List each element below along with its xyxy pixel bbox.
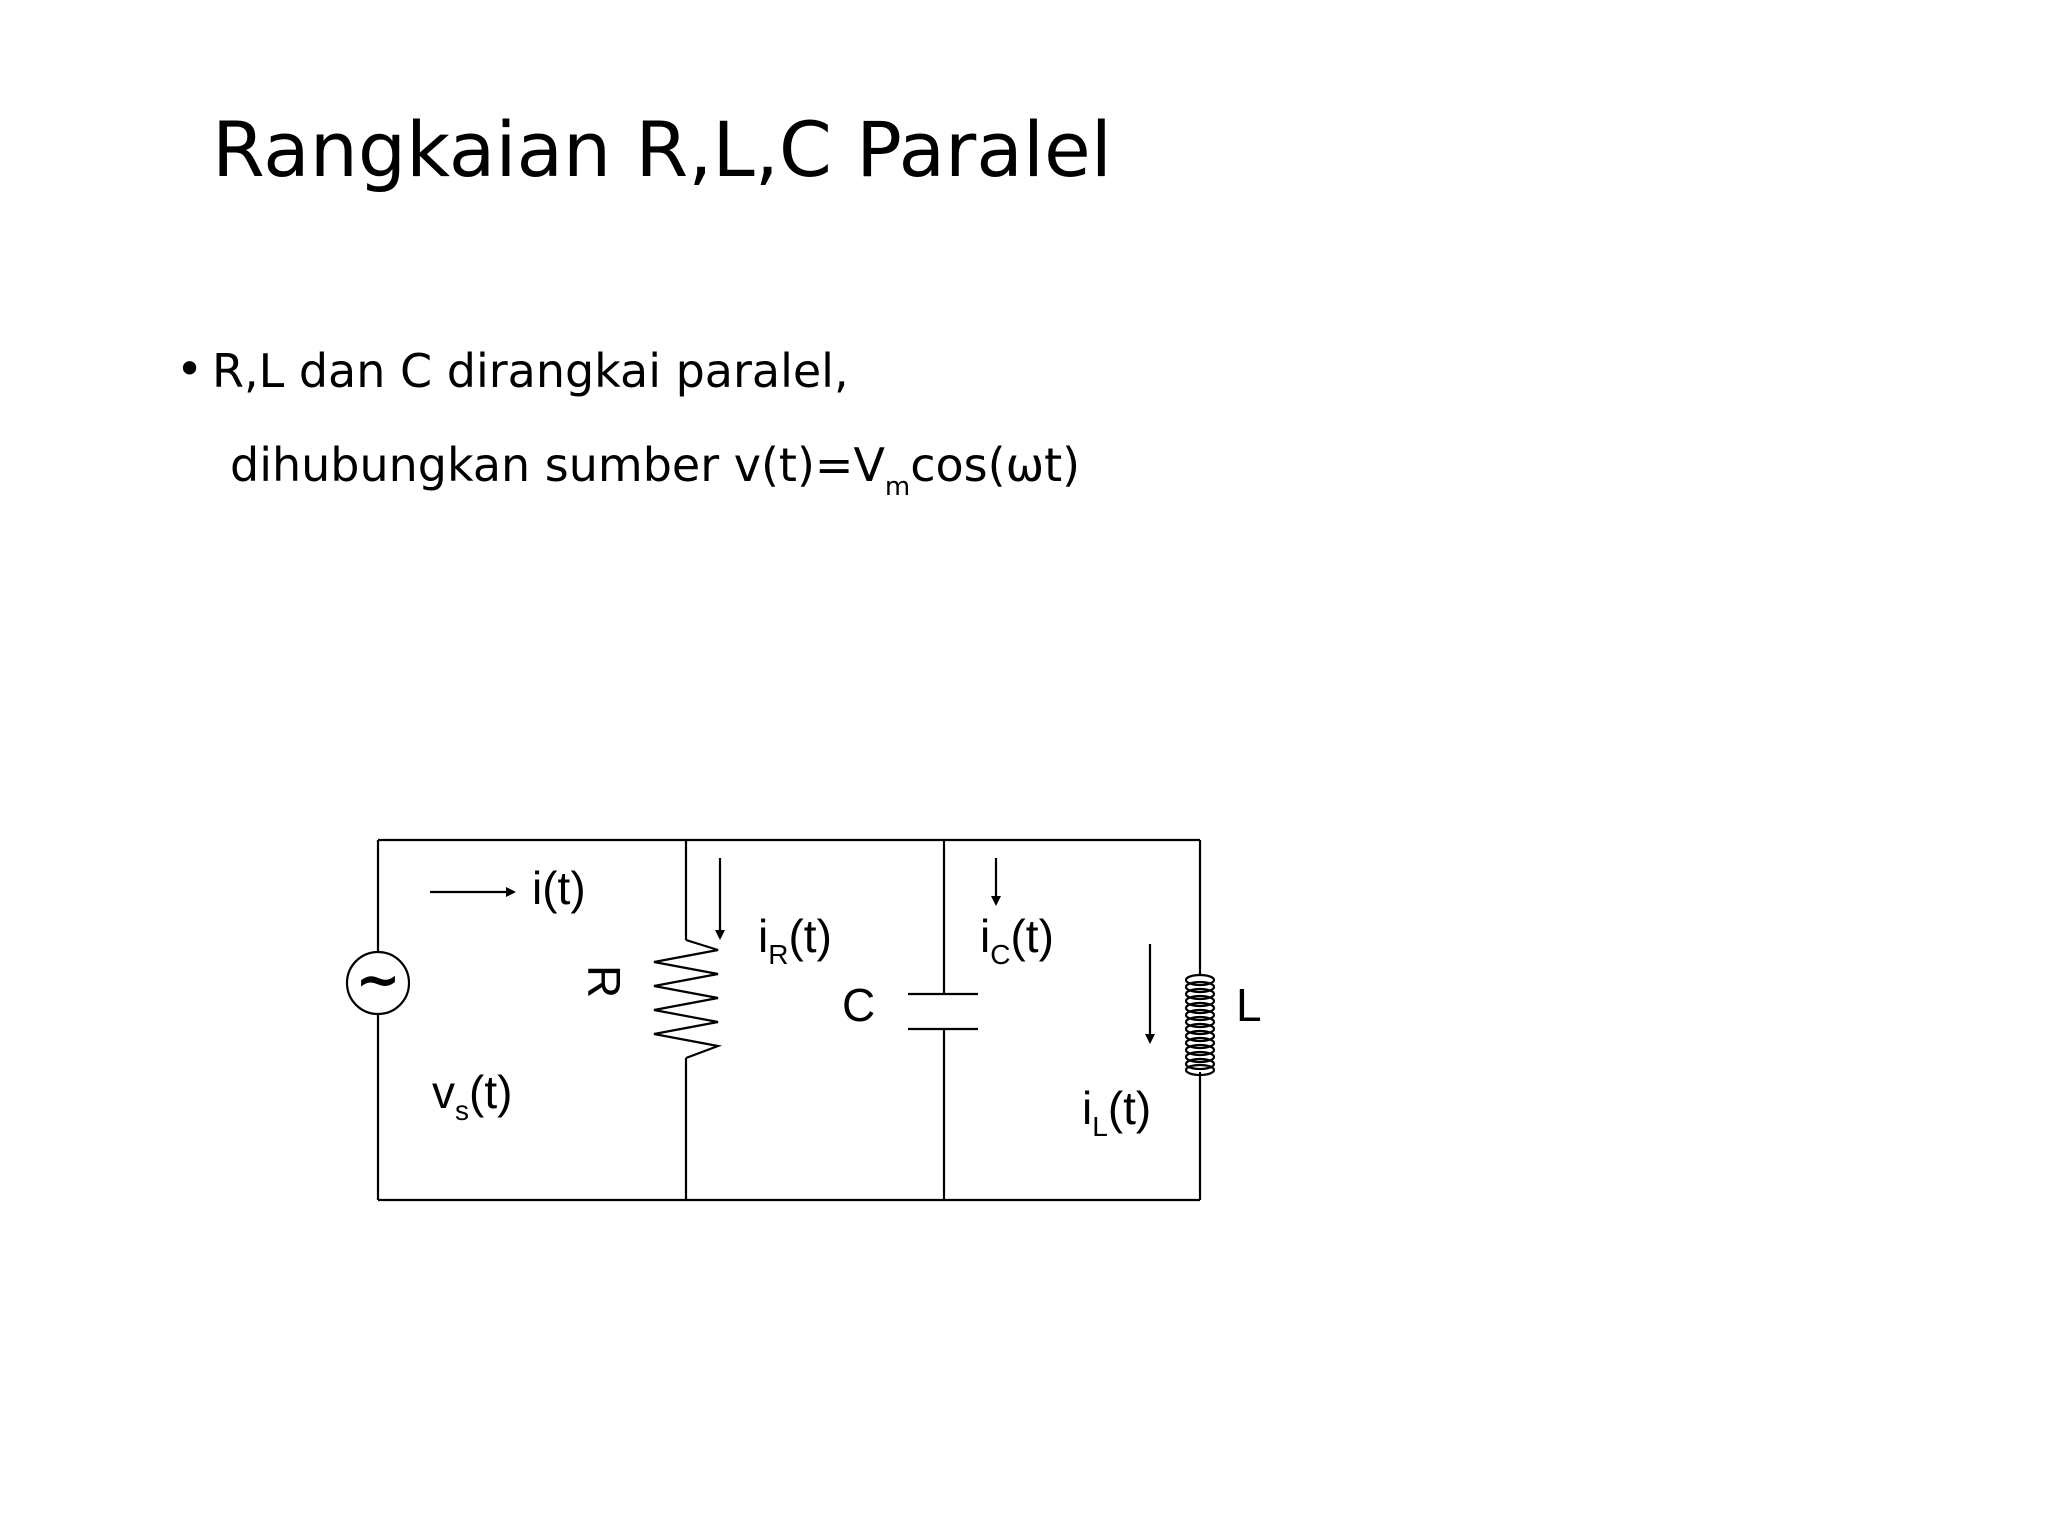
bullet-line-2-prefix: dihubungkan sumber v(t)=V: [230, 438, 885, 492]
resistor-label: R: [578, 965, 630, 998]
i-l-label-sub: L: [1092, 1111, 1108, 1142]
inductor-coil: [1184, 973, 1216, 1077]
ac-source-tilde-icon: ~: [355, 948, 400, 1011]
v-s-label-base: v: [432, 1066, 455, 1118]
i-l-label-base: i: [1082, 1082, 1092, 1134]
i-r-label-tail: (t): [788, 910, 831, 962]
v-s-label-tail: (t): [469, 1066, 512, 1118]
i-c-label-base: i: [980, 910, 990, 962]
i-c-label: iC(t): [980, 910, 1054, 970]
i-r-label-sub: R: [768, 939, 788, 970]
inductor-label: L: [1236, 979, 1262, 1031]
i-c-label-sub: C: [990, 939, 1010, 970]
bullet-line-2-subscript: m: [884, 472, 911, 502]
i-l-label-tail: (t): [1108, 1082, 1151, 1134]
v-s-label: vs(t): [432, 1066, 512, 1126]
capacitor-label: C: [842, 979, 875, 1031]
bullet-text-line-1: R,L dan C dirangkai paralel,: [212, 344, 849, 398]
i-r-label: iR(t): [758, 910, 832, 970]
resistor-zigzag: [653, 938, 723, 1060]
bullet-icon: •: [176, 342, 204, 396]
i-total-label: i(t): [532, 862, 586, 914]
bullet-line-2-suffix: cos(ωt): [910, 438, 1081, 492]
v-s-label-sub: s: [455, 1095, 469, 1126]
slide-title: Rangkaian R,L,C Paralel: [212, 105, 1112, 194]
i-r-label-base: i: [758, 910, 768, 962]
ac-source-circle: [345, 950, 411, 1016]
bullet-text-line-2: dihubungkan sumber v(t)=Vmcos(ωt): [230, 442, 1080, 500]
i-l-label: iL(t): [1082, 1082, 1151, 1142]
i-c-label-tail: (t): [1010, 910, 1053, 962]
